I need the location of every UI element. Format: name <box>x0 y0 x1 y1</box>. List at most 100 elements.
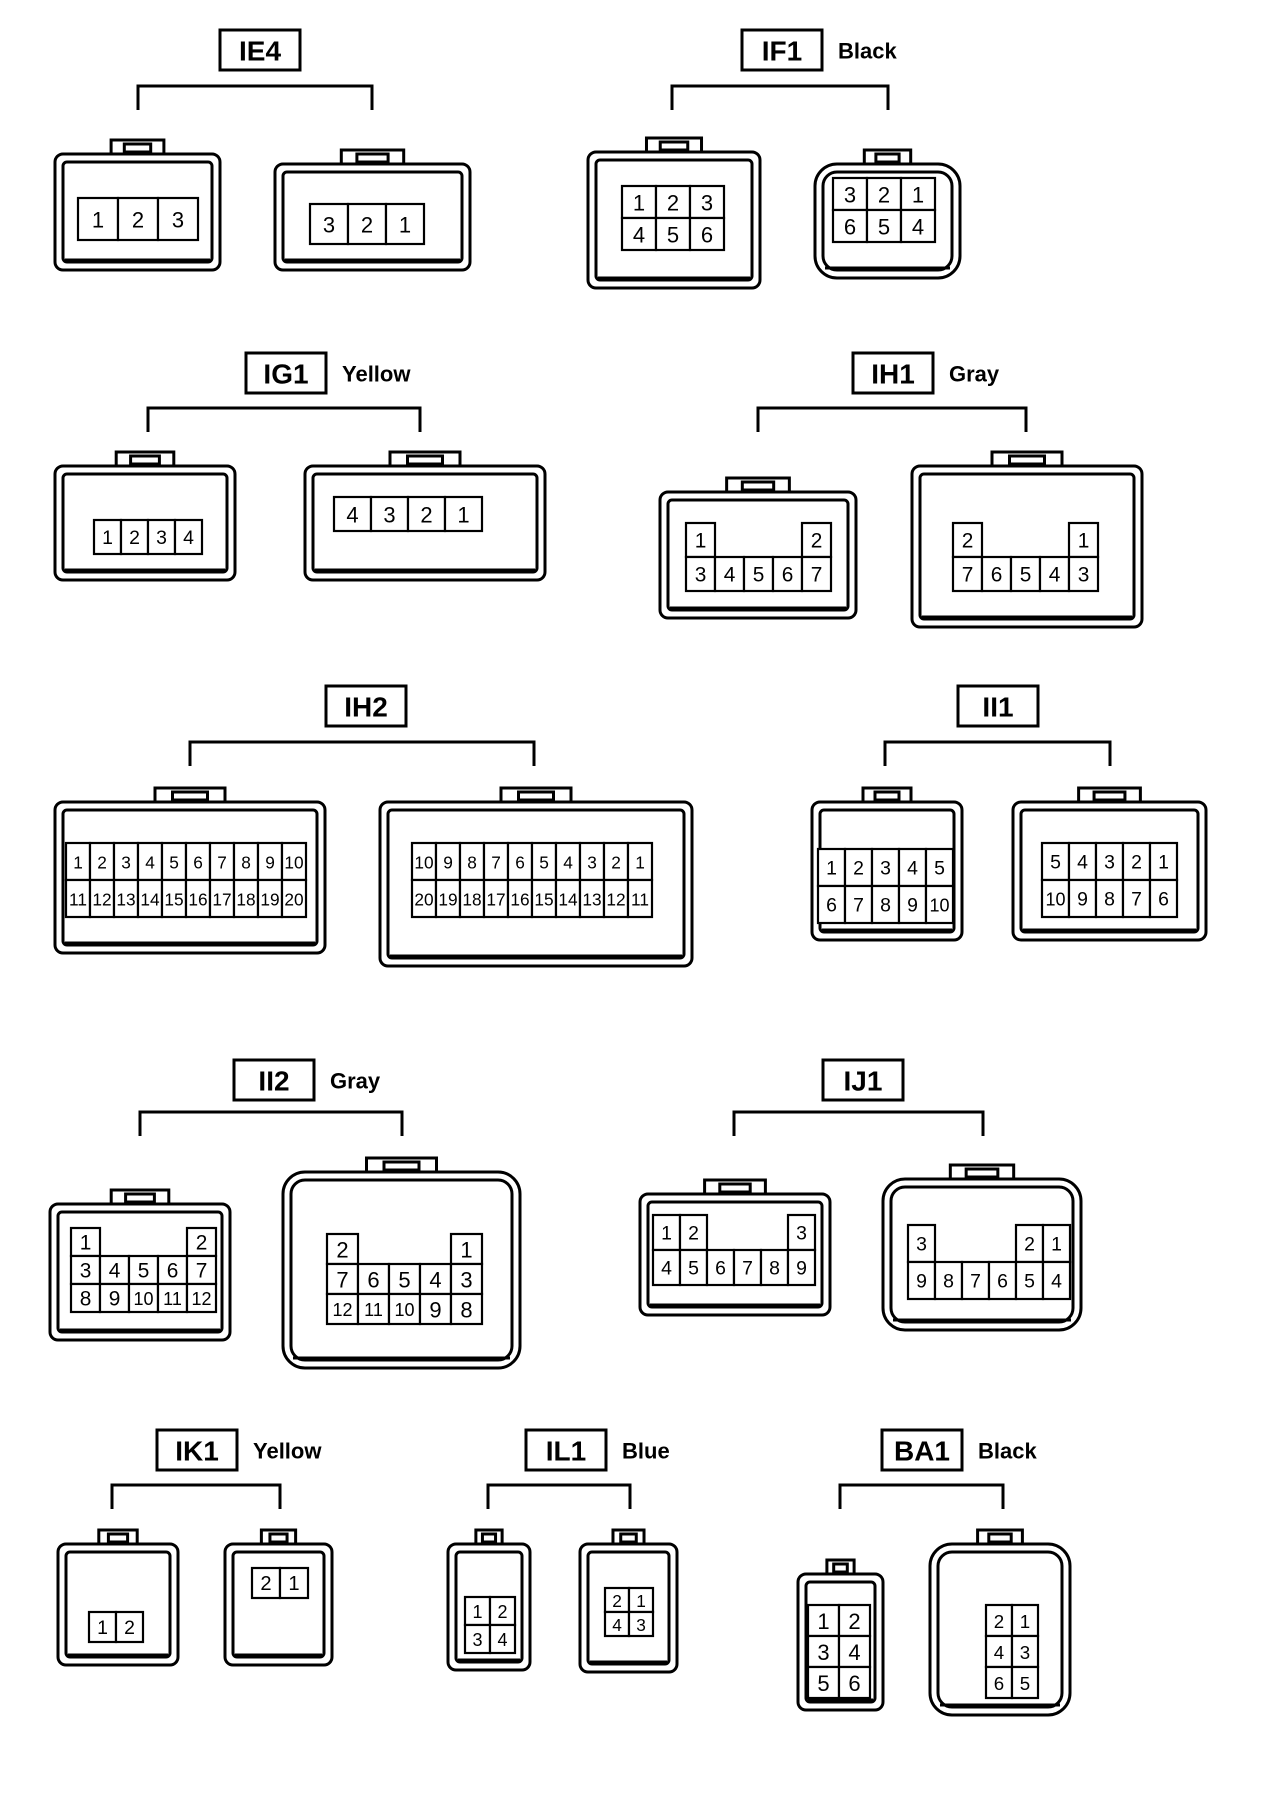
pin-number: 6 <box>826 895 837 917</box>
pin-number: 14 <box>558 890 578 910</box>
pin-number: 1 <box>288 1573 299 1595</box>
pin-number: 5 <box>667 223 679 248</box>
pin-number: 6 <box>782 564 794 587</box>
connector-bracket <box>883 740 1112 766</box>
pin-cavity <box>443 495 484 533</box>
pin-cavity <box>173 518 204 556</box>
pin-number: 1 <box>817 1609 829 1634</box>
connector-bracket <box>756 406 1028 432</box>
pin-number: 11 <box>364 1300 383 1320</box>
pin-cavity <box>786 1248 817 1287</box>
pin-number: 6 <box>715 1258 726 1280</box>
pin-cavity <box>280 878 308 919</box>
pin-number: 3 <box>701 191 713 216</box>
pin-number: 7 <box>962 564 974 587</box>
pin-cavity <box>463 1623 492 1655</box>
pin-number: 5 <box>138 1260 150 1283</box>
pin-number: 7 <box>336 1268 348 1293</box>
pin-number: 19 <box>438 890 457 910</box>
pin-number: 9 <box>109 1288 121 1311</box>
pin-number: 2 <box>612 1591 622 1611</box>
pin-number: 2 <box>848 1609 860 1634</box>
pin-number: 5 <box>539 853 549 873</box>
pin-cavity <box>369 495 410 533</box>
pin-number: 1 <box>92 208 104 233</box>
pin-number: 8 <box>241 853 251 873</box>
pin-number: 2 <box>124 1617 135 1639</box>
connector-color: Gray <box>949 362 1000 387</box>
pin-cavity <box>678 1248 709 1287</box>
pin-cavity <box>924 847 955 888</box>
pin-cavity <box>626 841 654 882</box>
connector-label-box <box>740 28 824 72</box>
pin-cavity <box>684 555 717 593</box>
pin-cavity <box>1148 841 1179 882</box>
pin-number: 2 <box>611 853 621 873</box>
pin-number: 6 <box>167 1260 179 1283</box>
pin-number: 20 <box>284 890 303 910</box>
pin-number: 4 <box>563 853 573 873</box>
pin-cavity <box>843 884 874 925</box>
pin-number: 1 <box>912 183 924 208</box>
pin-number: 2 <box>129 527 140 549</box>
pin-cavity <box>837 1665 872 1700</box>
pin-number: 3 <box>587 853 597 873</box>
pin-number: 10 <box>929 896 949 916</box>
pin-number: 4 <box>848 1640 860 1665</box>
connector-color: Black <box>978 1439 1037 1464</box>
pin-number: 9 <box>1077 889 1088 911</box>
pin-number: 12 <box>606 890 625 910</box>
pin-number: 5 <box>934 858 945 880</box>
pin-number: 4 <box>1051 1271 1062 1293</box>
pin-cavity <box>69 1282 102 1314</box>
pin-number: 5 <box>817 1671 829 1696</box>
pin-cavity <box>119 518 150 556</box>
pin-cavity <box>250 1566 282 1600</box>
pin-number: 10 <box>394 1300 414 1320</box>
pin-number: 17 <box>212 890 231 910</box>
pin-number: 3 <box>323 213 335 238</box>
pin-number: 5 <box>688 1258 699 1280</box>
pin-number: 2 <box>811 530 823 553</box>
pin-cavity <box>76 196 120 242</box>
pin-number: 6 <box>701 223 713 248</box>
pin-number: 8 <box>880 895 891 917</box>
pin-cavity <box>732 1248 763 1287</box>
pin-number: 11 <box>631 890 649 910</box>
pin-cavity <box>449 1292 484 1326</box>
pin-number: 7 <box>970 1271 981 1293</box>
pin-cavity <box>356 1292 391 1326</box>
connector-id: II1 <box>982 692 1013 723</box>
pin-number: 4 <box>612 1615 622 1635</box>
connector-bracket <box>110 1483 282 1509</box>
pin-cavity <box>1014 1260 1045 1301</box>
pin-number: 4 <box>429 1268 441 1293</box>
pin-cavity <box>488 1595 517 1627</box>
pin-number: 2 <box>1131 852 1142 874</box>
pin-number: 1 <box>1078 530 1090 553</box>
pin-cavity <box>980 555 1013 593</box>
pin-number: 2 <box>962 530 974 553</box>
pin-number: 3 <box>156 527 167 549</box>
pin-number: 3 <box>636 1615 646 1635</box>
connector-id: IE4 <box>239 36 281 67</box>
pin-number: 3 <box>844 183 856 208</box>
pin-number: 6 <box>994 1673 1004 1694</box>
connector-bracket <box>486 1483 632 1509</box>
pin-number: 6 <box>193 853 203 873</box>
pin-number: 2 <box>132 208 144 233</box>
pin-number: 1 <box>1158 852 1169 874</box>
pin-cavity <box>1067 555 1100 593</box>
pin-cavity <box>185 1282 218 1314</box>
pin-number: 5 <box>1020 564 1032 587</box>
